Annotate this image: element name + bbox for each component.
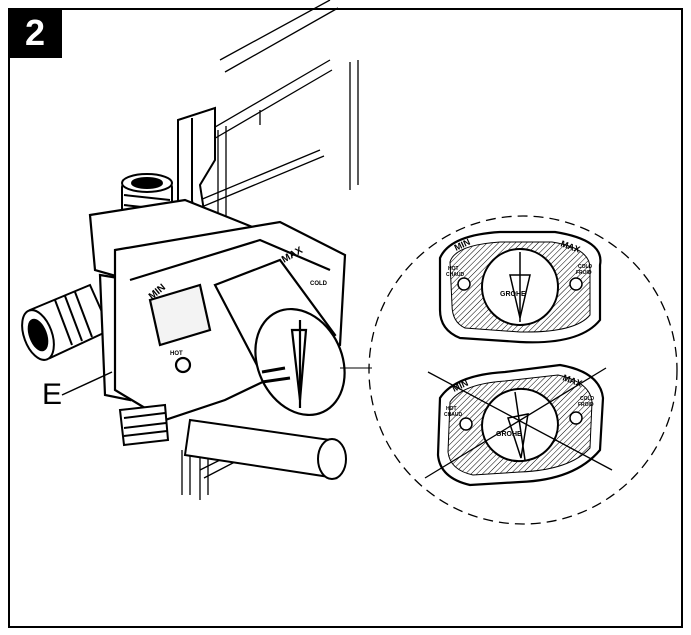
inset-bottom-cold-label: COLD: [580, 396, 595, 402]
cartridge-cylinder: [213, 258, 346, 417]
lower-outlet-pipe: [118, 403, 347, 480]
valve-hot-label: HOT: [170, 351, 183, 357]
inset-bottom-hot2-label: CHAUD: [444, 412, 462, 418]
callout-label: E: [42, 378, 63, 411]
crossing-lines: [424, 367, 613, 479]
inset-top-hot-label: HOT: [448, 266, 459, 272]
inset-top-hot2-label: CHAUD: [446, 272, 464, 278]
inset-top-brand-label: GROHE: [500, 291, 526, 298]
valve-cold-label: COLD: [310, 281, 328, 287]
inset-top-plate: MIN MAX HOT CHAUD COLD FROID GROHE: [438, 230, 602, 344]
inset-top-cold2-label: FROID: [576, 270, 592, 276]
callout-leader: [61, 371, 113, 396]
inset-bottom-cold2-label: FROID: [578, 402, 594, 408]
inset-top-cold-label: COLD: [578, 264, 593, 270]
inset-bottom-plate: MIN MAX HOT CHAUD COLD FROID GROHE: [436, 363, 605, 487]
step-number-badge: 2: [8, 8, 62, 58]
inset-bottom-brand-label: GROHE: [496, 431, 522, 438]
zoom-circle: [368, 215, 678, 525]
left-inlet-pipe: [21, 283, 112, 361]
inset-bottom-hot-label: HOT: [446, 406, 457, 412]
